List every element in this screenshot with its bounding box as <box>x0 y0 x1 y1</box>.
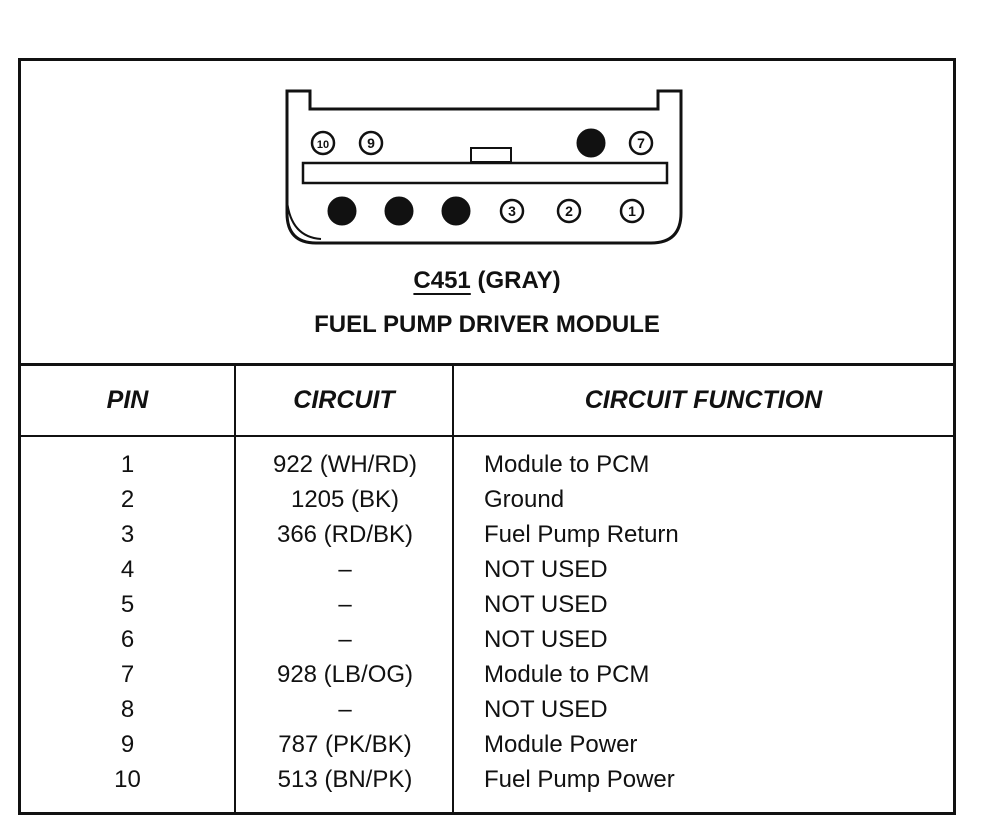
table-row: 7 928 (LB/OG) Module to PCM <box>21 661 953 696</box>
header-circuit-function: CIRCUIT FUNCTION <box>584 386 823 414</box>
bottom-pin-row: 3 2 1 <box>327 196 645 226</box>
pin-number-label: 7 <box>637 135 645 151</box>
table-row: 5 – NOT USED <box>21 591 953 626</box>
column-divider-2 <box>452 366 454 812</box>
circuit-function: Module to PCM <box>484 451 650 478</box>
pin-number: 9 <box>120 731 135 758</box>
pin-number: 3 <box>120 521 135 548</box>
top-pin-row: 10 9 7 <box>310 128 654 158</box>
circuit-function: Ground <box>484 486 565 513</box>
circuit-id: 922 (WH/RD) <box>272 451 417 478</box>
header-divider <box>21 435 953 437</box>
pin-number: 7 <box>120 661 135 688</box>
pin-8-terminal <box>576 128 606 158</box>
connector-code: C451 <box>413 267 471 294</box>
housing-inner-edge <box>286 200 322 240</box>
pin-10-terminal: 10 <box>310 130 336 156</box>
pin-2-terminal: 2 <box>556 198 582 224</box>
table-row: 10 513 (BN/PK) Fuel Pump Power <box>21 766 953 801</box>
pin-number: 6 <box>120 626 135 653</box>
circuit-id: – <box>338 696 352 723</box>
table-row: 6 – NOT USED <box>21 626 953 661</box>
pin-6-terminal <box>327 196 357 226</box>
pin-number-label: 10 <box>317 139 329 151</box>
table-row: 2 1205 (BK) Ground <box>21 486 953 521</box>
pin-number: 8 <box>120 696 135 723</box>
header-circuit: CIRCUIT <box>293 386 395 414</box>
circuit-function: NOT USED <box>484 591 608 618</box>
table-row: 4 – NOT USED <box>21 556 953 591</box>
circuit-function: NOT USED <box>484 556 608 583</box>
pin-number-label: 2 <box>565 203 573 219</box>
pin-number: 10 <box>114 766 141 793</box>
circuit-function: NOT USED <box>484 696 608 723</box>
circuit-id: 366 (RD/BK) <box>276 521 414 548</box>
pin-number-label: 3 <box>508 203 516 219</box>
pin-9-terminal: 9 <box>358 130 384 156</box>
circuit-function: Fuel Pump Return <box>484 521 679 548</box>
latch-tab <box>470 147 512 163</box>
circuit-id: 787 (PK/BK) <box>278 731 412 758</box>
circuit-function: NOT USED <box>484 626 608 653</box>
keyway-bar <box>301 161 669 185</box>
diagram-table-divider <box>21 363 953 366</box>
circuit-id: – <box>338 591 352 618</box>
column-divider-1 <box>234 366 236 812</box>
circuit-function: Module to PCM <box>484 661 650 688</box>
pin-number-label: 9 <box>367 135 375 151</box>
table-row: 3 366 (RD/BK) Fuel Pump Return <box>21 521 953 556</box>
pin-number-label: 1 <box>628 203 636 219</box>
pin-1-terminal: 1 <box>619 198 645 224</box>
connector-face-drawing: 10 9 7 3 2 1 <box>285 89 683 245</box>
circuit-id: 928 (LB/OG) <box>276 661 414 688</box>
table-row: 1 922 (WH/RD) Module to PCM <box>21 451 953 486</box>
pin-number: 4 <box>120 556 135 583</box>
connector-chart-frame: 10 9 7 3 2 1 C451 (GRAY) FUEL PUMP DRIVER MO… <box>18 58 956 815</box>
circuit-function: Module Power <box>484 731 638 758</box>
pin-5-terminal <box>384 196 414 226</box>
pin-4-terminal <box>441 196 471 226</box>
connector-color: (GRAY) <box>477 267 561 294</box>
circuit-id: 1205 (BK) <box>290 486 400 513</box>
pin-number: 2 <box>120 486 135 513</box>
circuit-id: – <box>338 626 352 653</box>
table-row: 8 – NOT USED <box>21 696 953 731</box>
circuit-id: – <box>338 556 352 583</box>
pin-3-terminal: 3 <box>499 198 525 224</box>
pin-7-terminal: 7 <box>628 130 654 156</box>
connector-diagram: 10 9 7 3 2 1 C451 (GRAY) FUEL PUMP DRIVER MO… <box>21 61 953 363</box>
header-pin: PIN <box>106 386 149 414</box>
pin-number: 1 <box>120 451 135 478</box>
pin-number: 5 <box>120 591 135 618</box>
table-row: 9 787 (PK/BK) Module Power <box>21 731 953 766</box>
circuit-function: Fuel Pump Power <box>484 766 675 793</box>
module-name: FUEL PUMP DRIVER MODULE <box>314 311 660 338</box>
circuit-id: 513 (BN/PK) <box>277 766 413 793</box>
connector-title: C451 (GRAY) <box>21 267 953 295</box>
